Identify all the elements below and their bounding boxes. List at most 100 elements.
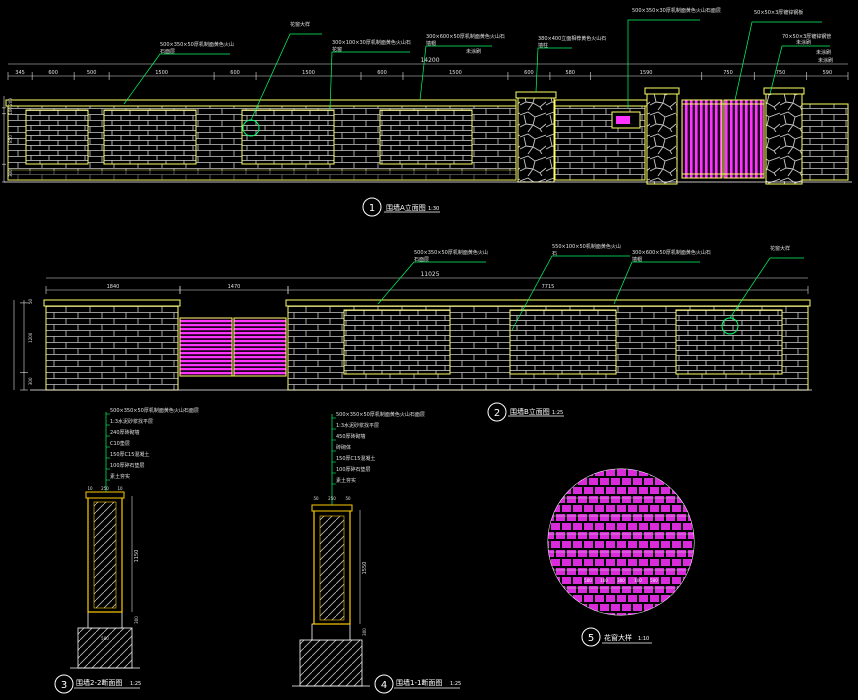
wall-b-left [45, 303, 179, 391]
dimension-label: 100 [8, 107, 13, 115]
dimension-label: 150厚C15混凝土 [110, 451, 149, 458]
section-3-layers: 500×350×50厚机制面黄色火山石面层 1:3水泥砂浆找平层 240厚砖砌墙 C1… [106, 407, 199, 481]
section-4-marker [374, 674, 394, 694]
dimension-label: 1:3水泥砂浆找平层 [336, 422, 379, 429]
dimension-label: 墙柱 [538, 42, 548, 49]
dimension-label: 300 [28, 377, 33, 385]
gate-b [179, 317, 287, 377]
svg-text:1: 1 [369, 203, 375, 214]
dimension-label: 345 [15, 70, 25, 76]
dimension-label: 石面层 [414, 257, 429, 263]
dimension-label: 500×350×50厚机制面黄色火山石面层 [336, 411, 425, 418]
dimension-label: 300×600×50厚机制面黄色火山石 [632, 249, 711, 256]
dimension-label: 200 [8, 98, 13, 106]
section-3-marker [54, 674, 74, 694]
detail-5-marker [581, 627, 601, 647]
dimension-label: 花窗大样 [290, 21, 310, 28]
dimension-label: 600 [48, 70, 58, 76]
dimension-label: 1200 [28, 332, 33, 343]
dimension-label: 750 [776, 70, 786, 76]
dimension-label: 砖砌体 [336, 444, 351, 451]
dimension-label: 240厚砖砌墙 [110, 429, 140, 436]
dimension-label: 300 [134, 616, 139, 624]
dimension-label: 150厚C15混凝土 [336, 455, 375, 462]
dimension-label: 500×350×50厚机制面黄色火山 [160, 41, 234, 48]
dimension-label: 1590 [640, 70, 653, 76]
dimension-label: 500×350×50厚机制面黄色火山石面层 [110, 407, 199, 414]
dimension-label: 未涂刷 [796, 39, 811, 46]
gate-a [681, 99, 765, 179]
dimension-label: 1500 [155, 70, 168, 76]
stone-pillar-a1 [517, 95, 555, 183]
dimension-label: 10 [117, 486, 123, 491]
dimension-label: 未涂刷 [816, 49, 831, 56]
dimension-label: 500×350×50厚机制面黄色火山 [414, 249, 488, 256]
dimension-label: 100 [634, 578, 642, 583]
dimension-label: 450厚砖砌墙 [336, 433, 366, 440]
section-3-title: 围墙2-2断面图 [76, 678, 122, 687]
dimension-label: 250 [328, 496, 336, 501]
dimension-label: 580 [565, 70, 575, 76]
dimension-label: 850 [8, 135, 13, 143]
dimension-label: 花窗 [332, 46, 342, 53]
elevation-a-scale: 1:30 [428, 206, 439, 212]
dimension-label: 600 [377, 70, 387, 76]
dimension-label: 未涂刷 [466, 48, 481, 55]
dimension-label: 1550 [362, 562, 368, 575]
dimension-label: 590 [823, 70, 833, 76]
dimension-label: 500 [650, 578, 658, 583]
elevation-b-leaders [377, 255, 804, 331]
elevation-b-top-dimensions: 1840 1470 7715 [45, 284, 809, 294]
dimension-label: 石面层 [160, 49, 175, 55]
dimension-label: 300 [8, 169, 13, 177]
dimension-label: 7715 [542, 284, 555, 290]
dimension-label: 墙帽 [632, 256, 642, 263]
section-4-layers: 500×350×50厚机制面黄色火山石面层 1:3水泥砂浆找平层 450厚砖砌墙砖砌… [332, 411, 425, 485]
dimension-label: 1840 [107, 284, 120, 290]
dimension-label: 10 [87, 486, 93, 491]
section-4-title: 围墙1-1断面图 [396, 678, 442, 687]
dimension-label: 300×100×30厚机制面黄色火山石 [332, 39, 411, 46]
dimension-label: 500×350×30厚机制面黄色火山石面层 [632, 7, 721, 14]
elevation-a-marker [362, 197, 382, 217]
dimension-label: C10垫层 [110, 440, 130, 447]
dimension-label: 1500 [302, 70, 315, 76]
dimension-label: 1:3水泥砂浆找平层 [110, 418, 153, 425]
dimension-label: 600 [524, 70, 534, 76]
wall-a-cap [5, 99, 517, 107]
dimension-label: 500 [87, 70, 97, 76]
dimension-label: 花窗大样 [770, 245, 790, 252]
dimension-label: 100厚碎石垫层 [336, 466, 371, 473]
dimension-label: 70×50×3厚镀锌钢管 [782, 33, 831, 40]
section-2-2: 500×350×50厚机制面黄色火山石面层 1:3水泥砂浆找平层 240厚砖砌墙 C1… [54, 407, 199, 694]
svg-text:2: 2 [494, 408, 500, 419]
dimension-label: 550×100×50机制面黄色火山 [552, 243, 621, 250]
section-4-scale: 1:25 [450, 681, 461, 687]
wall-a-windows [25, 109, 473, 165]
dimension-label: 1500 [449, 70, 462, 76]
elevation-b-scale: 1:25 [552, 410, 563, 416]
elevation-b-overall-dim: 11025 [420, 271, 439, 278]
stone-pillar-a2 [646, 91, 678, 185]
dimension-label: 100厚碎石垫层 [110, 462, 145, 469]
dimension-label: 50×50×3厚镀锌钢板 [754, 9, 803, 16]
detail-5-title: 花窗大样 [604, 633, 632, 642]
wall-b-windows [343, 309, 783, 375]
detail-5-scale: 1:10 [638, 636, 649, 642]
wall-a-far-right-body [801, 103, 849, 181]
wall-a-cap-right [554, 99, 648, 107]
svg-text:4: 4 [381, 680, 387, 691]
dimension-label: 750 [723, 70, 733, 76]
section-3-scale: 1:25 [130, 681, 141, 687]
section-4-footing [299, 639, 363, 687]
dimension-label: 1470 [228, 284, 241, 290]
elevation-a-notes: 500×350×50厚机制面黄色火山石面层 花窗大样 300×100×30厚机制面黄… [160, 7, 833, 64]
dimension-label: 300 [362, 628, 367, 636]
